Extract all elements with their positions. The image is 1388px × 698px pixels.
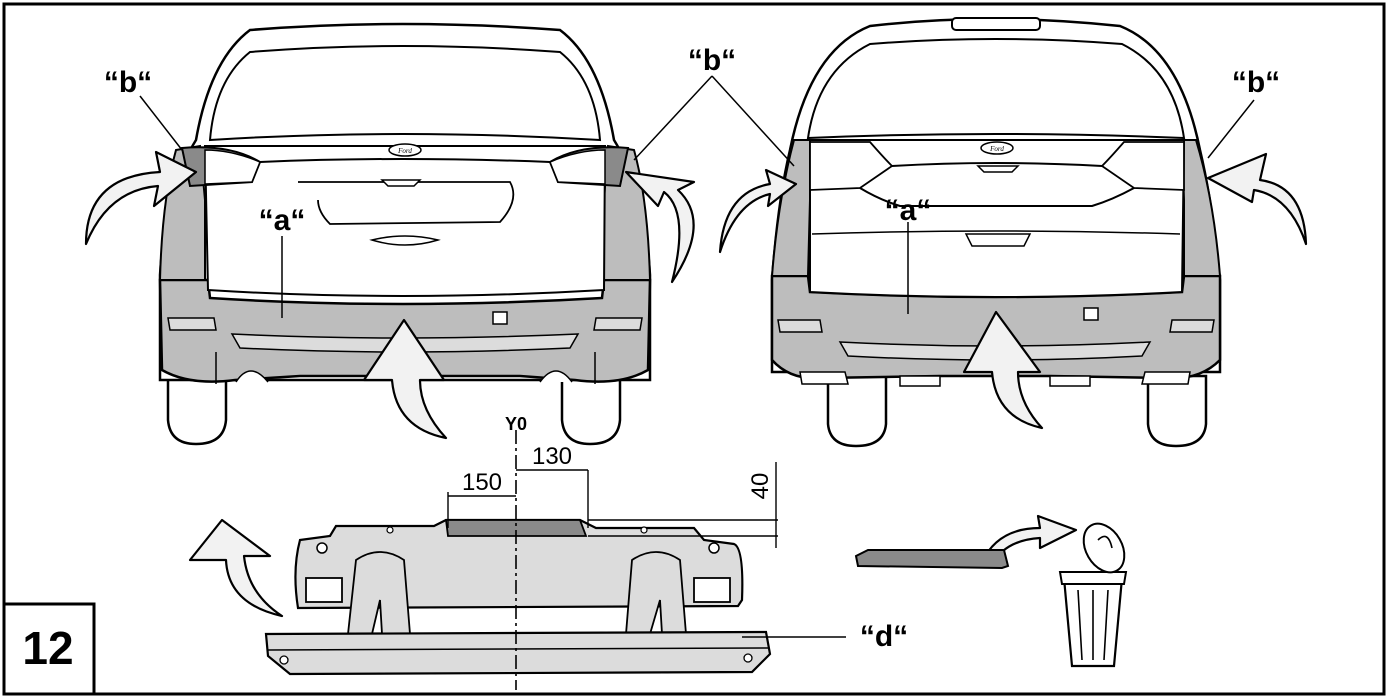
bumper-beam xyxy=(264,518,846,676)
right-vehicle-panel-b-left xyxy=(770,139,814,277)
dimension-40: 40 xyxy=(747,473,774,500)
arrow-right-car-left xyxy=(718,168,798,254)
label-b-center: “b“ xyxy=(688,44,736,77)
beam-part-d xyxy=(264,630,772,676)
arrow-beam-up xyxy=(188,518,284,618)
left-vehicle: Ford xyxy=(139,22,713,446)
left-vehicle-wheel-right xyxy=(560,374,622,446)
arrow-right-car-right xyxy=(1206,152,1308,246)
arrow-left-car-up xyxy=(362,318,448,440)
dimension-lines xyxy=(447,430,778,690)
label-b-left: “b“ xyxy=(104,66,152,99)
ford-badge-right-text: Ford xyxy=(989,145,1004,153)
label-d: “d“ xyxy=(860,620,908,653)
dimension-130: 130 xyxy=(532,443,572,470)
ford-badge-left xyxy=(388,143,422,157)
step-number: 12 xyxy=(22,622,74,674)
right-vehicle-wheel-left xyxy=(826,374,888,448)
label-a-right: “a“ xyxy=(885,194,932,227)
label-a-left: “a“ xyxy=(259,204,306,237)
cut-piece xyxy=(854,549,1010,570)
centerline-label: Y0 xyxy=(505,414,527,434)
step-number-box xyxy=(2,602,96,696)
arrow-right-car-up xyxy=(962,310,1044,430)
right-vehicle-panel-b-right xyxy=(1180,139,1222,277)
right-vehicle-wheel-right xyxy=(1146,374,1208,448)
trash-bin-icon xyxy=(1058,522,1128,668)
label-b-right: “b“ xyxy=(1232,66,1280,99)
dimension-150: 150 xyxy=(462,469,502,496)
right-vehicle: Ford xyxy=(711,17,1255,448)
ford-badge-left-text: Ford xyxy=(397,147,412,155)
arrow-left-car-right xyxy=(624,170,696,284)
left-vehicle-wheel-left xyxy=(166,374,228,446)
removal-arrows xyxy=(84,150,1308,618)
beam-cutout-section xyxy=(444,519,588,537)
ford-badge-right xyxy=(980,141,1014,155)
arrow-left-car-left xyxy=(84,150,198,246)
